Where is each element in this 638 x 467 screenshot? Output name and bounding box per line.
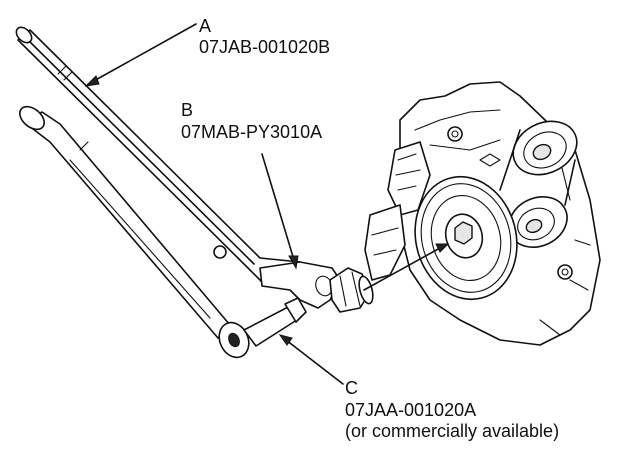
callout-b-letter: B [181, 100, 194, 120]
callout-a-letter: A [199, 16, 212, 36]
callout-a-part-number: 07JAB-001020B [199, 37, 331, 57]
extension-bar-c-icon [19, 105, 307, 359]
callout-b-part-number: 07MAB-PY3010A [181, 122, 323, 142]
offset-adapter-b-icon [259, 261, 374, 313]
crankshaft-pulley-engine-icon [364, 81, 601, 346]
callout-c-letter: C [345, 378, 358, 398]
callout-c-part-number: 07JAA-001020A [345, 400, 477, 420]
callout-c-note: (or commercially available) [345, 421, 560, 441]
callout-leaders [84, 23, 450, 385]
